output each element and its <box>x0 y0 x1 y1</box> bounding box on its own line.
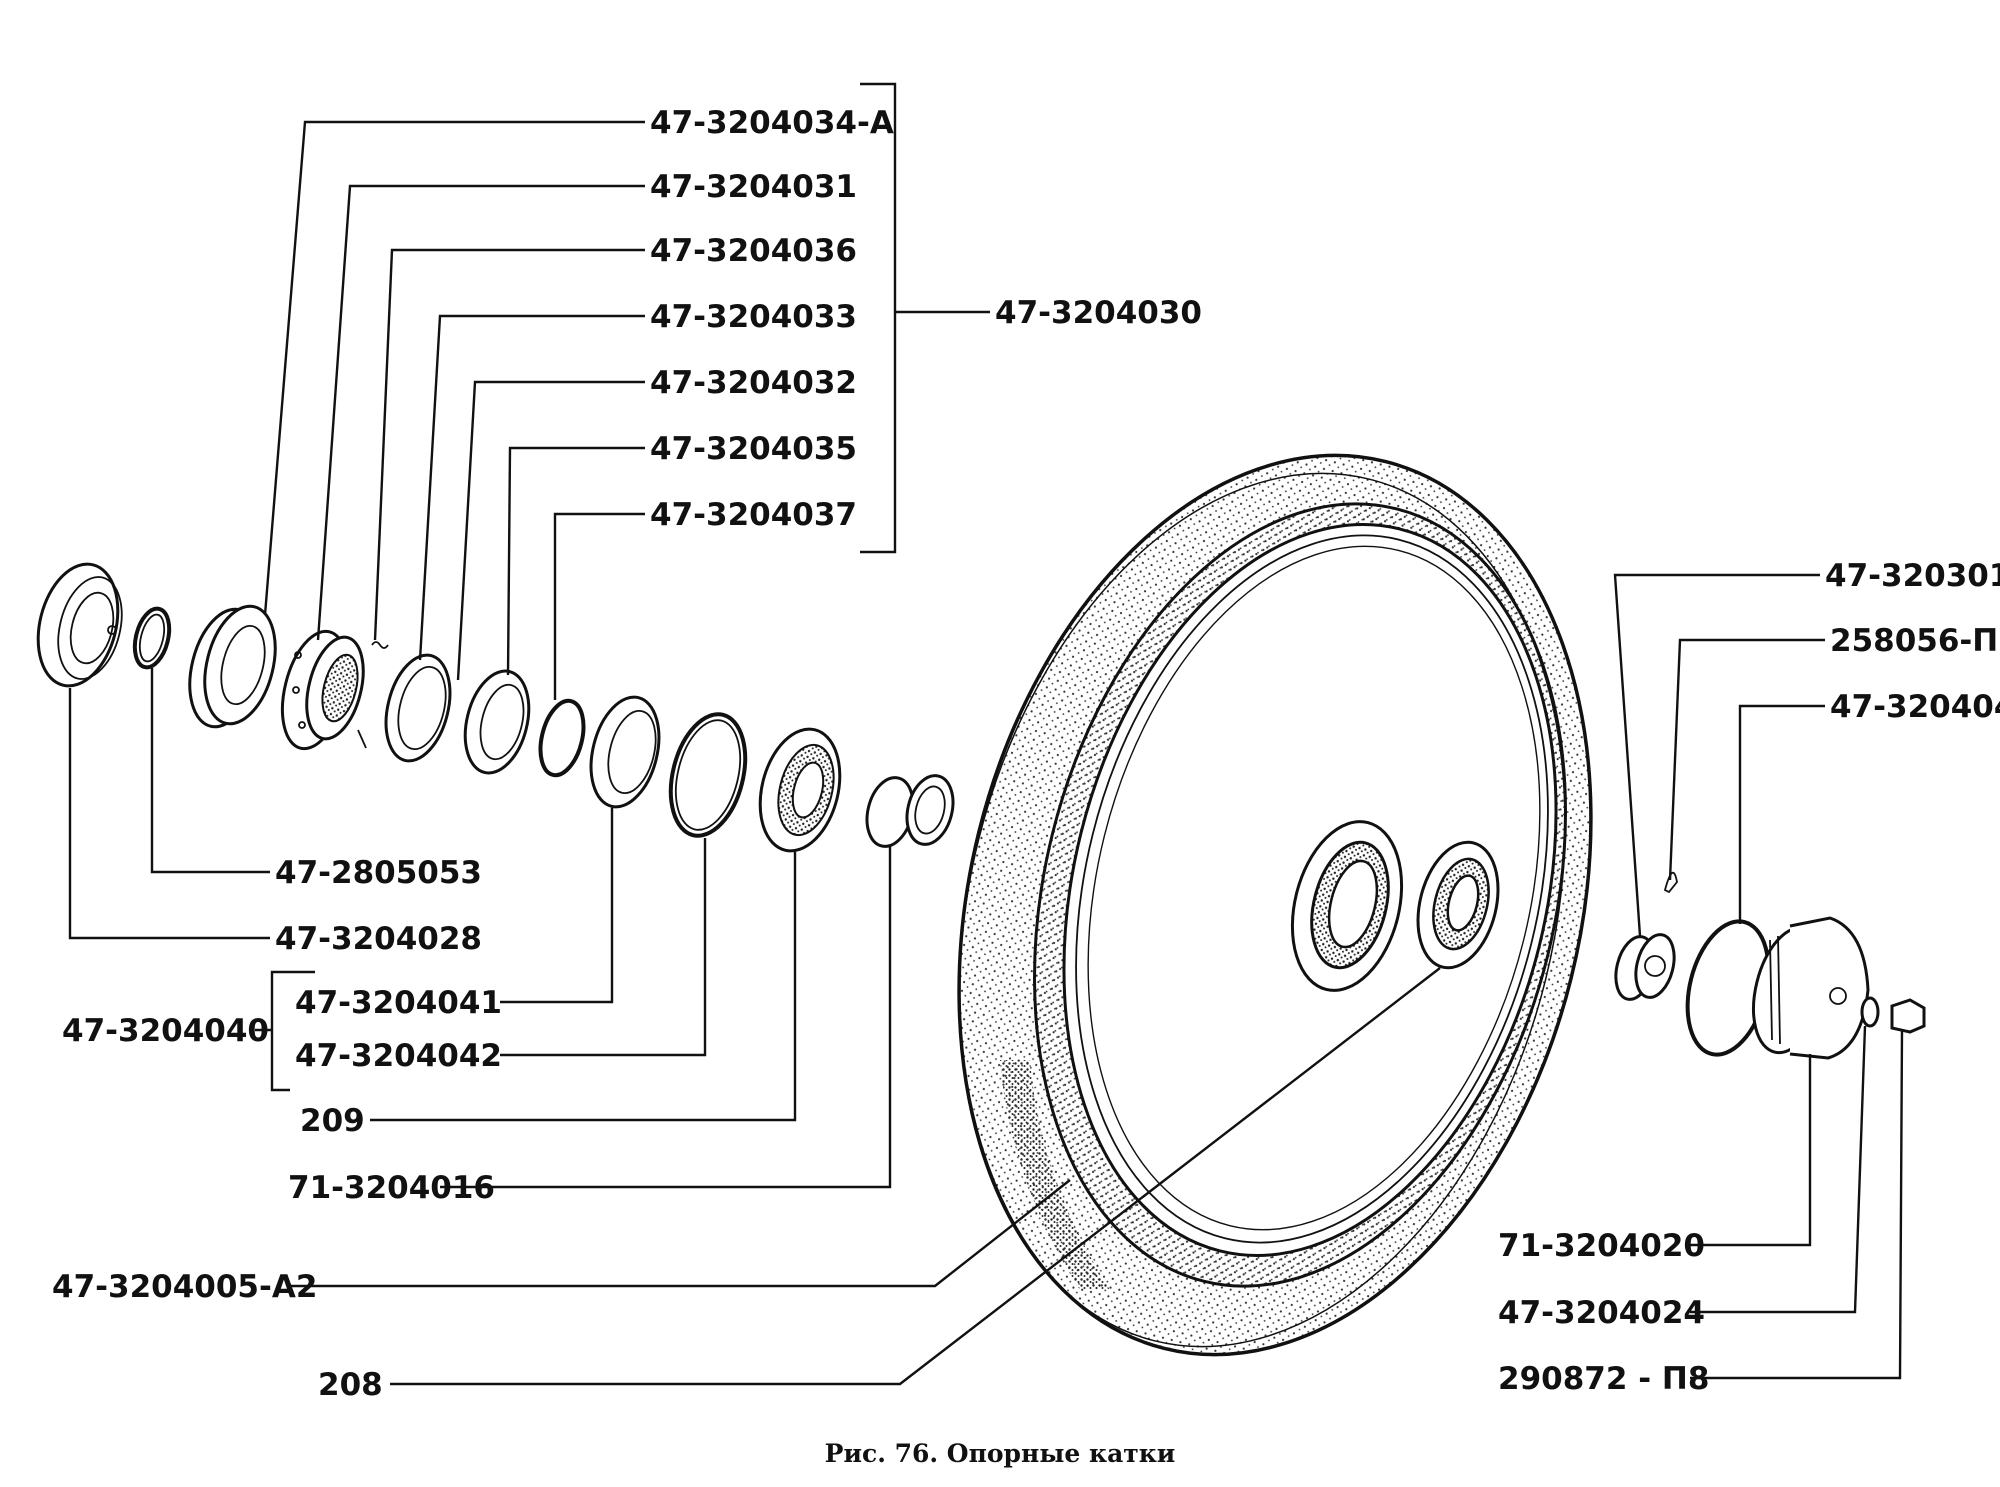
label-47-3204031: 47-3204031 <box>650 169 857 205</box>
leader-lines <box>68 82 1904 1386</box>
label-209: 209 <box>300 1103 365 1139</box>
label-47-3204037: 47-3204037 <box>650 497 857 533</box>
label-47-3204036: 47-3204036 <box>650 233 857 269</box>
label-47-3204041: 47-3204041 <box>295 985 502 1021</box>
label-47-3204042-left: 47-3204042 <box>295 1038 502 1074</box>
label-47-3204040: 47-3204040 <box>62 1013 269 1049</box>
label-71-3204016: 71-3204016 <box>288 1170 495 1206</box>
label-71-3204020: 71-3204020 <box>1498 1228 1705 1264</box>
label-47-3204042-right: 47-3204042 <box>1830 689 2000 725</box>
label-258056-p: 258056-П <box>1830 623 1998 659</box>
label-47-3204033: 47-3204033 <box>650 299 857 335</box>
label-290872-p8: 290872 - П8 <box>1498 1361 1709 1397</box>
label-47-3204035: 47-3204035 <box>650 431 857 467</box>
label-47-3204024: 47-3204024 <box>1498 1295 1705 1331</box>
label-47-3204028: 47-3204028 <box>275 921 482 957</box>
part-labels: 47-3204034-А 47-3204031 47-3204036 47-32… <box>52 105 2000 1403</box>
right-exploded-parts <box>1614 871 1926 1060</box>
label-208: 208 <box>318 1367 383 1403</box>
label-47-3204032: 47-3204032 <box>650 365 857 401</box>
label-47-3204030: 47-3204030 <box>995 295 1202 331</box>
road-wheel <box>957 453 1593 1357</box>
label-47-3203010: 47-3203010 <box>1825 558 2000 594</box>
label-47-2805053: 47-2805053 <box>275 855 482 891</box>
figure-caption: Рис. 76. Опорные катки <box>825 1439 1176 1468</box>
label-47-3204034-a: 47-3204034-А <box>650 105 894 141</box>
label-47-3204005-a2: 47-3204005-А2 <box>52 1269 317 1305</box>
left-exploded-parts <box>36 562 955 853</box>
